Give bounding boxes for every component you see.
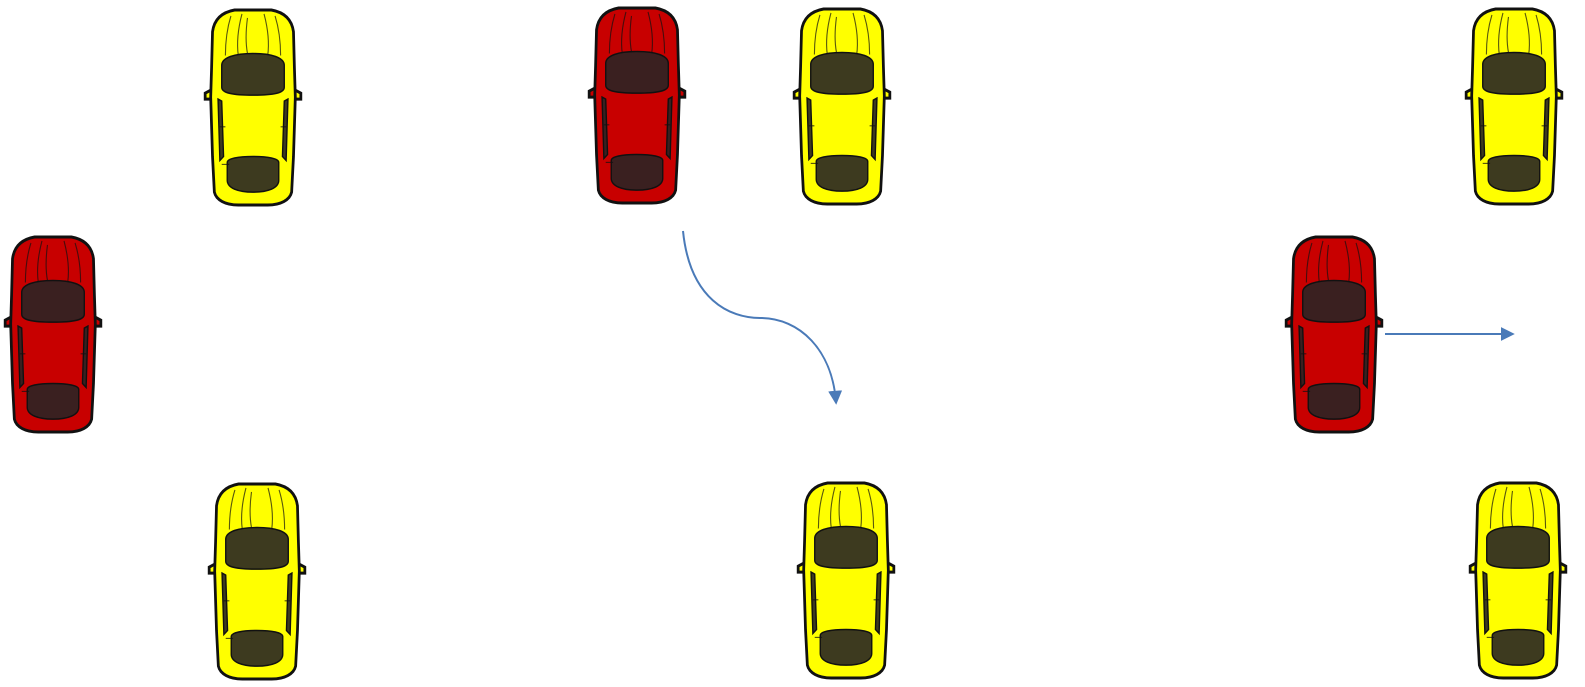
red-car-3 [1286,237,1382,432]
yellow-car-5 [798,483,894,678]
yellow-car-1 [205,10,301,205]
red-car-2 [5,237,101,432]
arrows-layer [683,231,1512,402]
curved-arrow [683,231,836,402]
red-car-1 [589,8,685,203]
yellow-car-6 [1470,483,1566,678]
yellow-car-2 [794,9,890,204]
yellow-car-4 [209,484,305,679]
yellow-car-3 [1466,9,1562,204]
cars-layer [5,8,1566,679]
